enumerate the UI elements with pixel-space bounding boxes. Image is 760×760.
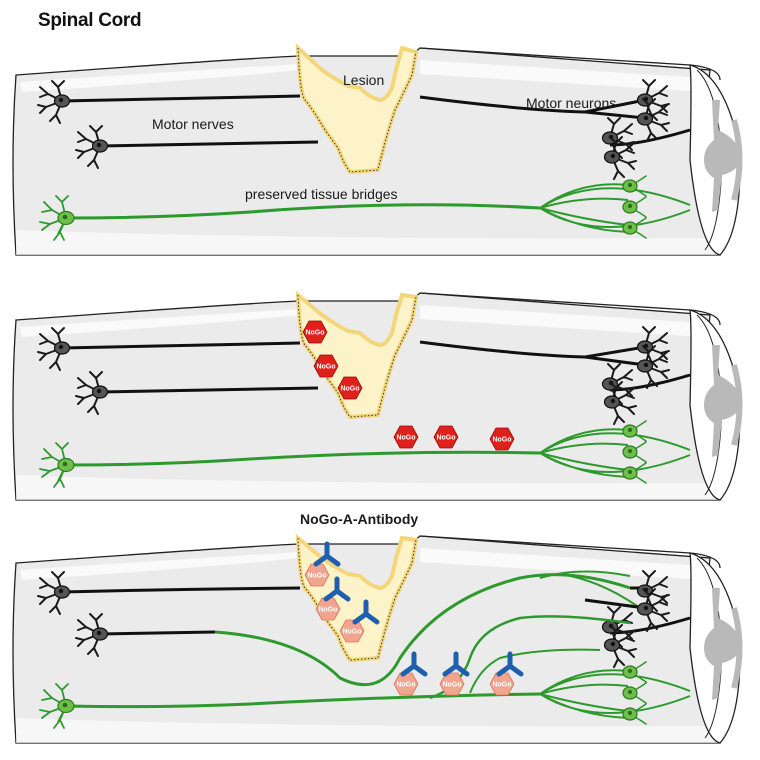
motor-nerve-axon	[99, 140, 319, 148]
tissue-bridges-label: preserved tissue bridges	[245, 186, 398, 202]
nogo-hexagon-icon: NoGo	[439, 672, 465, 696]
svg-text:NoGo: NoGo	[436, 435, 455, 442]
svg-text:NoGo: NoGo	[396, 435, 415, 442]
nogo-hexagon-icon: NoGo	[393, 672, 419, 696]
svg-text:NoGo: NoGo	[307, 573, 326, 580]
lesion-area	[295, 290, 419, 420]
svg-text:NoGo: NoGo	[316, 364, 335, 371]
antibody-label: NoGo-A-Antibody	[300, 511, 418, 527]
lesion-label: Lesion	[343, 72, 384, 88]
motor-nerve-axon	[61, 94, 301, 103]
nogo-hexagon-icon: NoGo	[489, 427, 515, 451]
motor-neuron-axon	[419, 95, 646, 114]
svg-text:NoGo: NoGo	[342, 629, 361, 636]
nogo-hexagon-icon: NoGo	[337, 376, 363, 400]
lesion-area	[295, 533, 419, 663]
nogo-hexagon-icon: NoGo	[304, 563, 330, 587]
nogo-hexagon-icon: NoGo	[315, 597, 341, 621]
svg-text:NoGo: NoGo	[318, 607, 337, 614]
svg-text:NoGo: NoGo	[492, 682, 511, 689]
nogo-hexagon-icon: NoGo	[339, 619, 365, 643]
svg-text:NoGo: NoGo	[492, 437, 511, 444]
tissue-bridge-axon	[65, 203, 541, 220]
nogo-hexagon-icon: NoGo	[393, 425, 419, 449]
nogo-hexagon-icon: NoGo	[302, 320, 328, 344]
svg-text:NoGo: NoGo	[340, 386, 359, 393]
svg-text:NoGo: NoGo	[305, 330, 324, 337]
nogo-hexagon-icon: NoGo	[489, 672, 515, 696]
page-title: Spinal Cord	[38, 10, 142, 31]
svg-text:NoGo: NoGo	[442, 682, 461, 689]
panel-1-intact-lesion: Lesion Motor nerves Motor neurons preser…	[13, 43, 742, 255]
motor-nerves-label: Motor nerves	[152, 116, 234, 132]
panel-3-antibody-treatment: NoGo NoGo NoGo NoGo NoGo NoGo NoGo-A-Ant…	[13, 511, 742, 743]
nogo-hexagon-icon: NoGo	[433, 425, 459, 449]
nogo-hexagon-icon: NoGo	[313, 354, 339, 378]
panel-2-nogo-inhibition: NoGo NoGo NoGo NoGo NoGo NoGo	[13, 293, 742, 500]
motor-neurons-label: Motor neurons	[526, 95, 616, 111]
svg-text:NoGo: NoGo	[396, 682, 415, 689]
